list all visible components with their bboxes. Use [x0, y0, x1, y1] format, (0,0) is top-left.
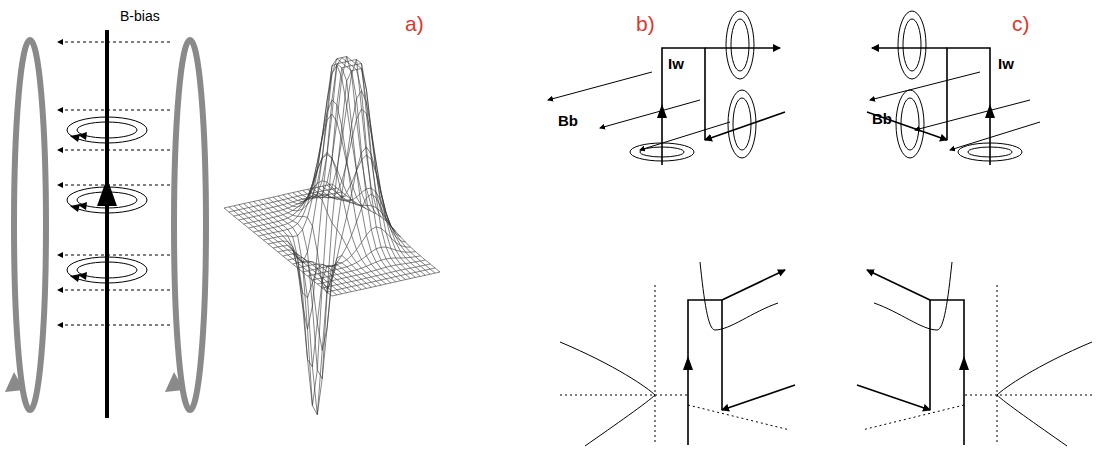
mesh-line: [254, 202, 362, 367]
wire-with-bias-coils: [5, 30, 206, 418]
field-label-holder: Bb: [872, 110, 892, 127]
mesh-line: [308, 247, 416, 276]
mesh-line: [312, 256, 420, 280]
current-label: Iw: [668, 55, 684, 72]
mesh-line: [249, 203, 357, 298]
mesh-line: [317, 260, 425, 284]
bias-field-c: [870, 72, 1040, 150]
current-label-holder: Iw: [668, 55, 684, 72]
mesh-line: [288, 64, 396, 282]
current-label: Iw: [998, 55, 1014, 72]
panel-letter-holder: a): [405, 12, 424, 36]
mesh-line: [327, 268, 435, 292]
field-label-holder: Bb: [558, 112, 578, 129]
mesh-line: [229, 207, 337, 295]
mesh-line: [254, 154, 362, 232]
mesh-line: [244, 194, 352, 224]
current-label-holder: Iw: [998, 55, 1014, 72]
mesh-line: [288, 91, 396, 351]
mesh-line: [258, 200, 366, 414]
mesh-line: [278, 64, 386, 406]
mesh-line: [239, 205, 347, 293]
field-label: Bb: [558, 112, 578, 129]
field-label-holder: B-bias: [120, 8, 160, 24]
panel-letter-holder: c): [1012, 12, 1030, 36]
field-label: Bb: [872, 110, 892, 127]
panel-letter-holder: b): [636, 12, 655, 36]
mesh-line: [234, 206, 342, 294]
potential-surface: [224, 57, 440, 415]
wire-loop-c: [857, 11, 1092, 446]
mesh-line: [244, 204, 352, 292]
mesh-line: [224, 208, 332, 296]
panel-letter: b): [636, 12, 655, 35]
mesh-line: [298, 194, 406, 268]
mesh-line: [332, 272, 440, 296]
mesh-line: [283, 69, 391, 415]
field-label: B-bias: [120, 8, 160, 24]
mesh-line: [278, 152, 386, 284]
bias-field-b: [548, 72, 730, 150]
mesh-line: [322, 264, 430, 288]
panel-letter: a): [405, 12, 424, 35]
mesh-line: [298, 58, 406, 280]
panel-letter: c): [1012, 12, 1030, 35]
wire-loop-b: [560, 11, 795, 446]
